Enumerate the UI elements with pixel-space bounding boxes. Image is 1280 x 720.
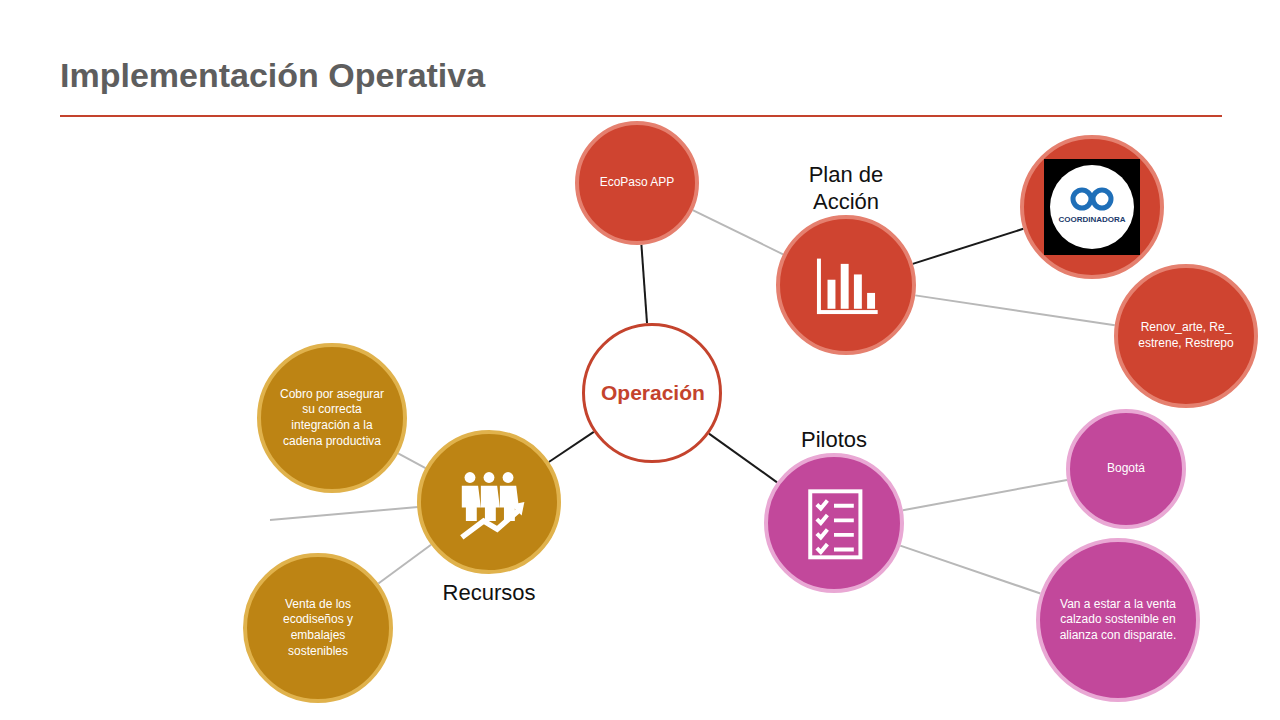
company-logo xyxy=(1044,159,1140,255)
connector-line xyxy=(398,453,425,468)
connector-line xyxy=(378,545,431,584)
logo-text: COORDINADORA xyxy=(1040,215,1144,225)
connector-line xyxy=(693,210,783,254)
node-text: Cobro por asegurar su correcta integraci… xyxy=(278,387,387,449)
node-text: Renov_arte, Re_ estrene, Restrepo xyxy=(1134,320,1238,351)
node-heading: Recursos xyxy=(429,580,549,606)
node-text: Venta de los ecodiseños y embalajes sost… xyxy=(264,597,373,659)
node-heading: Plan de Acción xyxy=(786,162,906,215)
circle-node: Renov_arte, Re_ estrene, Restrepo xyxy=(1114,264,1258,408)
connector-line xyxy=(913,229,1024,264)
connector-line xyxy=(549,432,594,462)
slide-title: Implementación Operativa xyxy=(60,56,485,95)
connector-line xyxy=(641,245,647,323)
circle-node: Venta de los ecodiseños y embalajes sost… xyxy=(243,553,393,703)
node-text: Operación xyxy=(601,379,703,406)
circle-node: Van a estar a la venta calzado sostenibl… xyxy=(1036,538,1200,702)
node-heading: Pilotos xyxy=(774,427,894,453)
stray-connector xyxy=(270,507,418,520)
node-text: Bogotá xyxy=(1083,461,1170,477)
circle-node: EcoPaso APP xyxy=(575,121,699,245)
circle-node: Bogotá xyxy=(1066,409,1186,529)
circle-node: Plan de Acción xyxy=(776,215,916,355)
connector-line xyxy=(709,434,777,483)
node-text: EcoPaso APP xyxy=(592,175,682,191)
connector-line xyxy=(915,295,1115,325)
circle-node: COORDINADORA xyxy=(1020,135,1164,279)
node-text: Van a estar a la venta calzado sostenibl… xyxy=(1059,597,1178,644)
circle-node: Pilotos xyxy=(764,453,904,593)
connector-line xyxy=(903,480,1067,510)
connector-line xyxy=(900,546,1040,594)
title-rule xyxy=(60,115,1222,117)
circle-node: Recursos xyxy=(417,430,561,574)
circle-node: Operación xyxy=(582,323,722,463)
circle-node: Cobro por asegurar su correcta integraci… xyxy=(257,343,407,493)
